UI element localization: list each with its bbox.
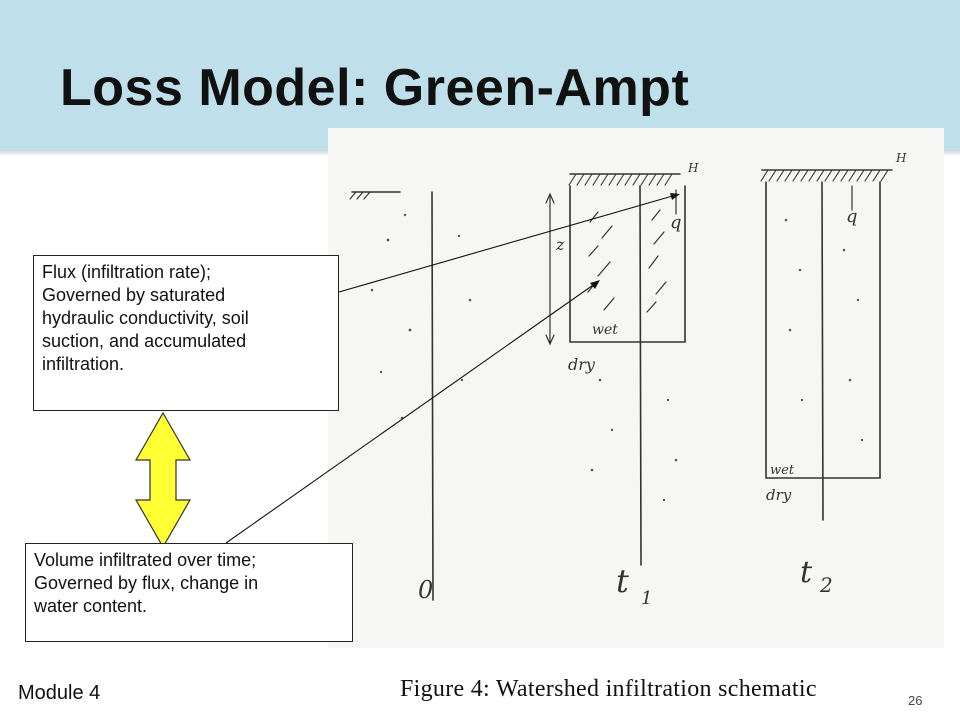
- volume-callout: Volume infiltrated over time; Governed b…: [25, 543, 353, 642]
- flux-label-t1: q: [670, 212, 682, 233]
- time-label-t1-subscript: 1: [641, 588, 652, 609]
- flux-callout-line: Flux (infiltration rate);: [42, 262, 212, 282]
- column-0-line: [431, 191, 434, 601]
- wetting-strokes-t1: [587, 209, 667, 313]
- volume-callout-line: Volume infiltrated over time;: [34, 550, 257, 570]
- slide-title: Loss Model: Green-Ampt: [60, 59, 690, 117]
- flux-pointer-arrowhead: [670, 193, 680, 200]
- flux-callout-line: infiltration.: [42, 354, 125, 374]
- dry-label-t2: dry: [766, 486, 792, 504]
- flux-callout-line: Governed by saturated: [42, 285, 226, 305]
- volume-callout-line: Governed by flux, change in: [34, 573, 259, 593]
- module-label: Module 4: [18, 682, 101, 704]
- time-label-t1: t: [616, 562, 629, 600]
- ground-hatch-0: [349, 191, 371, 200]
- volume-pointer-line: [225, 282, 597, 544]
- figure-caption: Figure 4: Watershed infiltration schemat…: [400, 676, 817, 702]
- header-band: [0, 0, 960, 150]
- double-arrow-icon: [134, 411, 192, 549]
- ponding-head-label-t1: H: [687, 161, 699, 175]
- flux-callout: Flux (infiltration rate); Governed by sa…: [33, 255, 339, 411]
- dry-label-t1: dry: [568, 355, 596, 374]
- depth-arrow-heads: [545, 192, 555, 346]
- flux-callout-line: hydraulic conductivity, soil: [42, 308, 249, 328]
- flux-pointer-line: [338, 194, 677, 293]
- infiltration-sketch: [328, 128, 944, 648]
- wet-label-t2: wet: [770, 463, 795, 478]
- wet-label-t1: wet: [592, 322, 618, 338]
- volume-pointer-arrowhead: [590, 280, 600, 289]
- flux-callout-line: suction, and accumulated: [42, 331, 247, 351]
- ponding-hatch-t1: [568, 173, 673, 186]
- column-t1-line: [639, 185, 642, 566]
- volume-callout-line: water content.: [34, 596, 148, 616]
- column-t2-line: [821, 181, 824, 521]
- page-number: 26: [908, 693, 923, 708]
- time-label-t2: t: [800, 555, 813, 590]
- flux-label-t2: q: [846, 206, 858, 227]
- time-label-t2-subscript: 2: [819, 573, 833, 597]
- wet-zone-box-t1: [569, 185, 686, 343]
- ponding-hatch-t2: [760, 169, 889, 182]
- depth-label: z: [555, 235, 565, 254]
- time-label-0: 0: [418, 576, 433, 604]
- ponding-head-label-t2: H: [895, 151, 907, 165]
